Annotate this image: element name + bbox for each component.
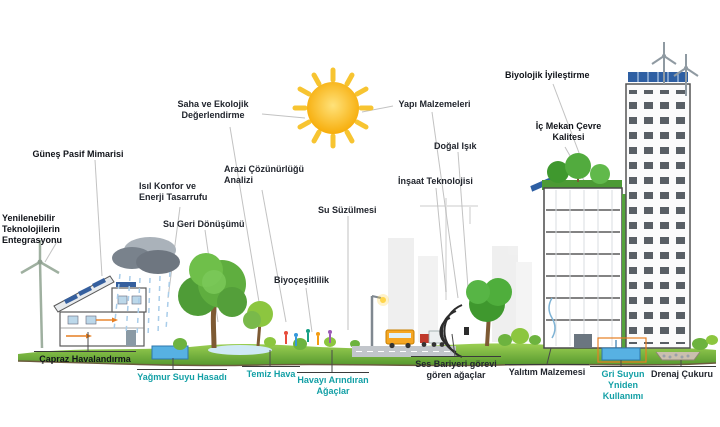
rooftop-wind-turbines-icon (651, 42, 699, 96)
label-biodiversity: Biyoçeşitlilik (274, 275, 330, 285)
label-rainwater-harvesting: Yağmur Suyu Hasadı (137, 369, 227, 383)
bus-icon (385, 329, 415, 349)
label-clean-air: Temiz Hava (242, 366, 300, 380)
label-construction-technology: İnşaat Teknolojisi (398, 176, 473, 186)
large-tree-icon (178, 253, 247, 349)
background-skyline (388, 198, 532, 342)
drainage-pit-icon (655, 351, 701, 361)
label-building-materials: Yapı Malzemeleri (398, 99, 471, 109)
barrier-tree-icon (466, 278, 512, 347)
label-insulation-material: Yalıtım Malzemesi (505, 364, 589, 378)
label-air-purifying-trees: Havayı Arındıran Ağaçlar (297, 372, 369, 397)
label-cross-ventilation: Çapraz Havalandırma (34, 351, 136, 365)
small-tree-icon (243, 301, 273, 347)
label-drainage-pit: Drenaj Çukuru (648, 366, 716, 380)
label-water-recycling: Su Geri Dönüşümü (163, 219, 245, 229)
label-sound-barrier-trees: Ses Bariyeri görevi gören ağaçlar (411, 356, 501, 381)
road (352, 346, 456, 357)
pond (208, 345, 272, 355)
label-natural-light: Doğal Işık (434, 141, 477, 151)
sun-icon (292, 67, 374, 149)
label-indoor-environment-quality: İç Mekan Çevre Kalitesi (535, 121, 602, 142)
house-illustration (53, 275, 147, 347)
bushes (173, 328, 718, 350)
label-site-ecological-assessment: Saha ve Ekolojik Değerlendirme (177, 99, 249, 120)
green-building-illustration (529, 153, 628, 349)
streetlight-icon (370, 294, 389, 346)
label-greywater-reuse: Gri Suyun Yniden Kullanımı (590, 366, 656, 402)
label-thermal-comfort-energy-saving: Isıl Konfor ve Enerji Tasarrufu (139, 181, 208, 202)
label-biological-improvement: Biyolojik İyileştirme (505, 70, 590, 80)
label-solar-passive-architecture: Güneş Pasif Mimarisi (32, 149, 124, 159)
bottom-label-ticks (87, 332, 682, 372)
label-water-filtration: Su Süzülmesi (318, 205, 377, 215)
greywater-basin-icon (597, 337, 647, 363)
rain-cloud-icon (112, 237, 180, 339)
wind-turbine-icon (20, 240, 60, 349)
label-renewable-tech-integration: Yenilenebilir Teknolojilerin Entegrasyon… (2, 213, 63, 245)
tower-building-illustration (625, 72, 691, 349)
people-figures (284, 329, 332, 346)
label-land-resolution-analysis: Arazi Çözünürlüğü Analizi (224, 164, 304, 185)
